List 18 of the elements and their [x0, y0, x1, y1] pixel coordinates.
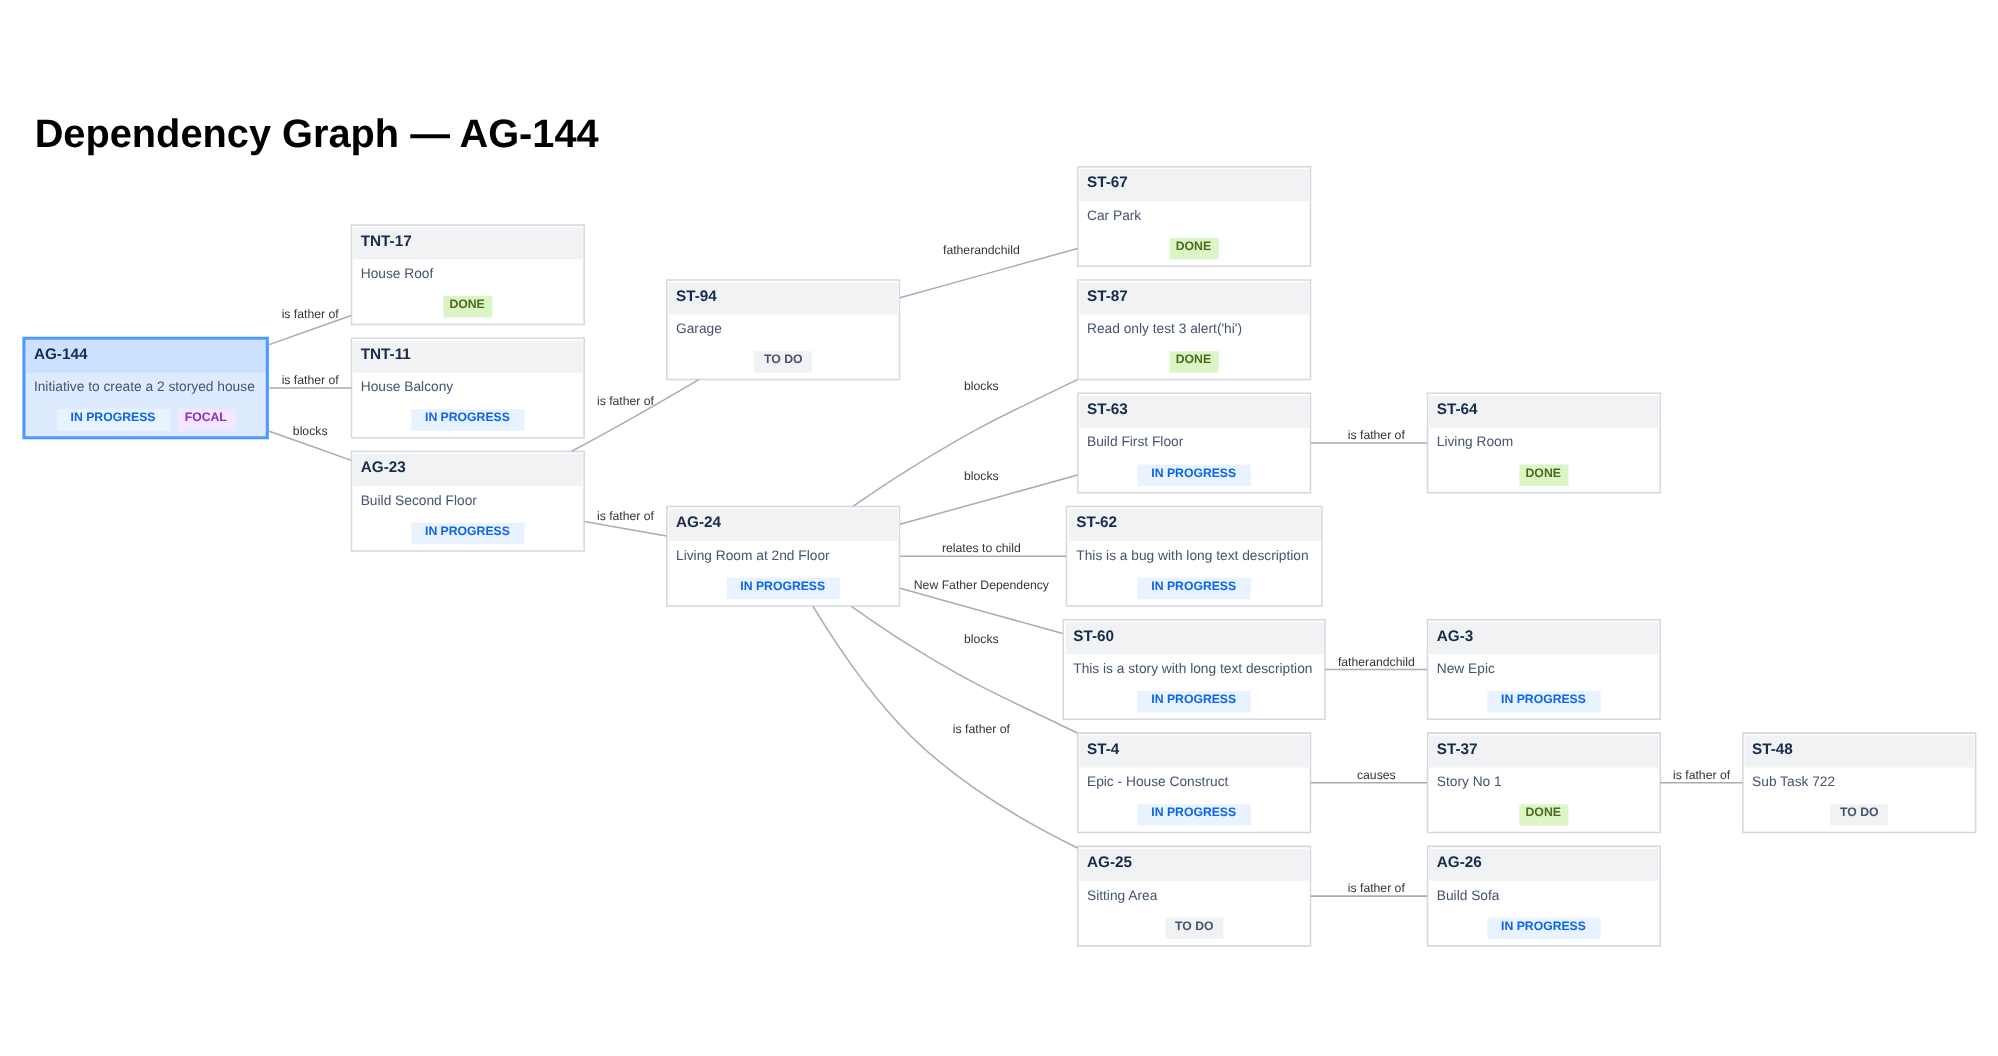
connector [850, 605, 1079, 734]
connector [1309, 895, 1428, 897]
connector [1309, 782, 1428, 784]
connector [1309, 442, 1428, 444]
connector [852, 378, 1079, 508]
connector [899, 555, 1067, 558]
connector [899, 247, 1079, 299]
connector [1659, 782, 1744, 784]
connector [570, 378, 700, 452]
connector [899, 587, 1064, 635]
connector [268, 314, 352, 346]
connector [812, 605, 1079, 849]
diagram-title: Dependency Graph — AG-144 [34, 112, 599, 157]
connector [1324, 668, 1428, 671]
connector [268, 387, 352, 389]
connector [583, 520, 668, 537]
connector [899, 474, 1079, 526]
connector [268, 430, 352, 462]
